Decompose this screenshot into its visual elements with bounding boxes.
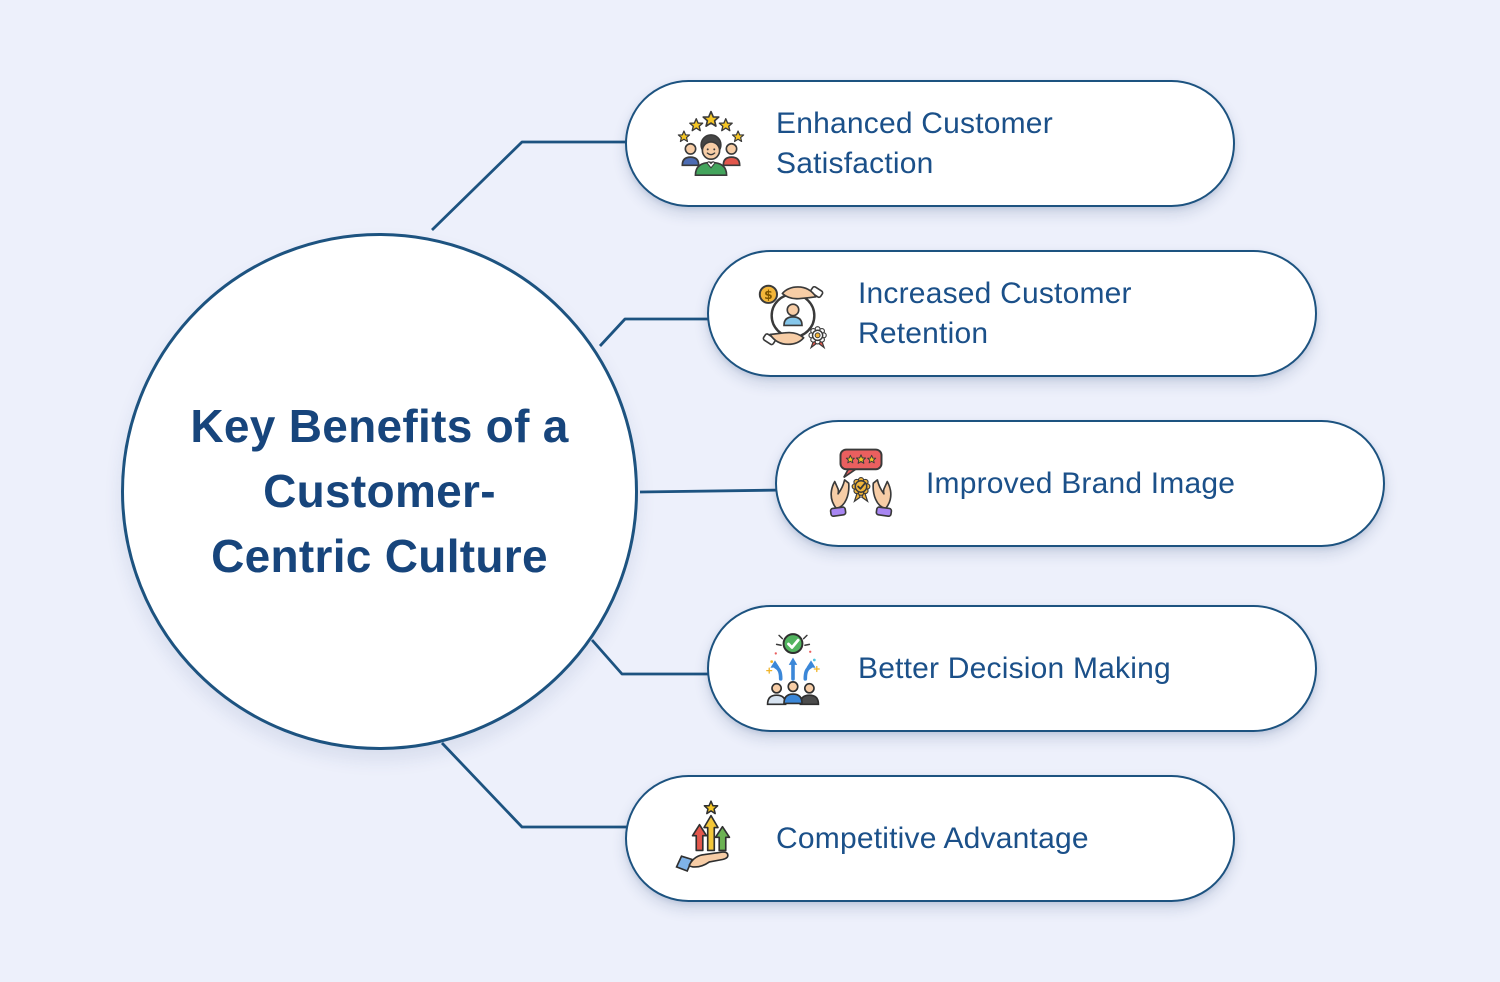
- svg-text:$: $: [764, 287, 773, 301]
- benefit-label: Increased Customer Retention: [858, 274, 1132, 354]
- label-line: Improved Brand Image: [926, 466, 1236, 500]
- label-line: Satisfaction: [776, 146, 934, 180]
- connector-brand-image: [639, 488, 786, 494]
- brand-image-icon: [820, 443, 902, 525]
- label-line: Increased Customer: [858, 276, 1132, 310]
- central-title-line: Centric Culture: [211, 530, 548, 583]
- label-line: Retention: [858, 316, 989, 350]
- benefit-card-competitive-advantage: Competitive Advantage: [625, 775, 1235, 902]
- benefit-label: Improved Brand Image: [926, 464, 1235, 504]
- connector-decision-making: [590, 639, 715, 676]
- benefit-label: Enhanced Customer Satisfaction: [776, 104, 1053, 184]
- benefit-card-customer-retention: $ Increased Customer Retention: [707, 250, 1317, 377]
- customer-satisfaction-icon: [670, 103, 752, 185]
- central-title-line: Key Benefits of a: [190, 399, 569, 452]
- decision-making-icon: [752, 628, 834, 710]
- benefit-label: Competitive Advantage: [776, 819, 1089, 859]
- label-line: Better Decision Making: [858, 651, 1171, 685]
- benefit-card-decision-making: Better Decision Making: [707, 605, 1317, 732]
- connector-satisfaction: [431, 140, 635, 232]
- benefit-card-customer-satisfaction: Enhanced Customer Satisfaction: [625, 80, 1235, 207]
- central-topic-circle: Key Benefits of a Customer- Centric Cult…: [121, 233, 638, 750]
- connector-retention: [598, 317, 715, 347]
- customer-retention-icon: $: [752, 273, 834, 355]
- label-line: Enhanced Customer: [776, 106, 1053, 140]
- label-line: Competitive Advantage: [776, 821, 1089, 855]
- connector-advantage: [440, 742, 635, 829]
- central-title-line: Customer-: [263, 464, 496, 517]
- competitive-advantage-icon: [670, 798, 752, 880]
- benefit-label: Better Decision Making: [858, 649, 1171, 689]
- benefit-card-brand-image: Improved Brand Image: [775, 420, 1385, 547]
